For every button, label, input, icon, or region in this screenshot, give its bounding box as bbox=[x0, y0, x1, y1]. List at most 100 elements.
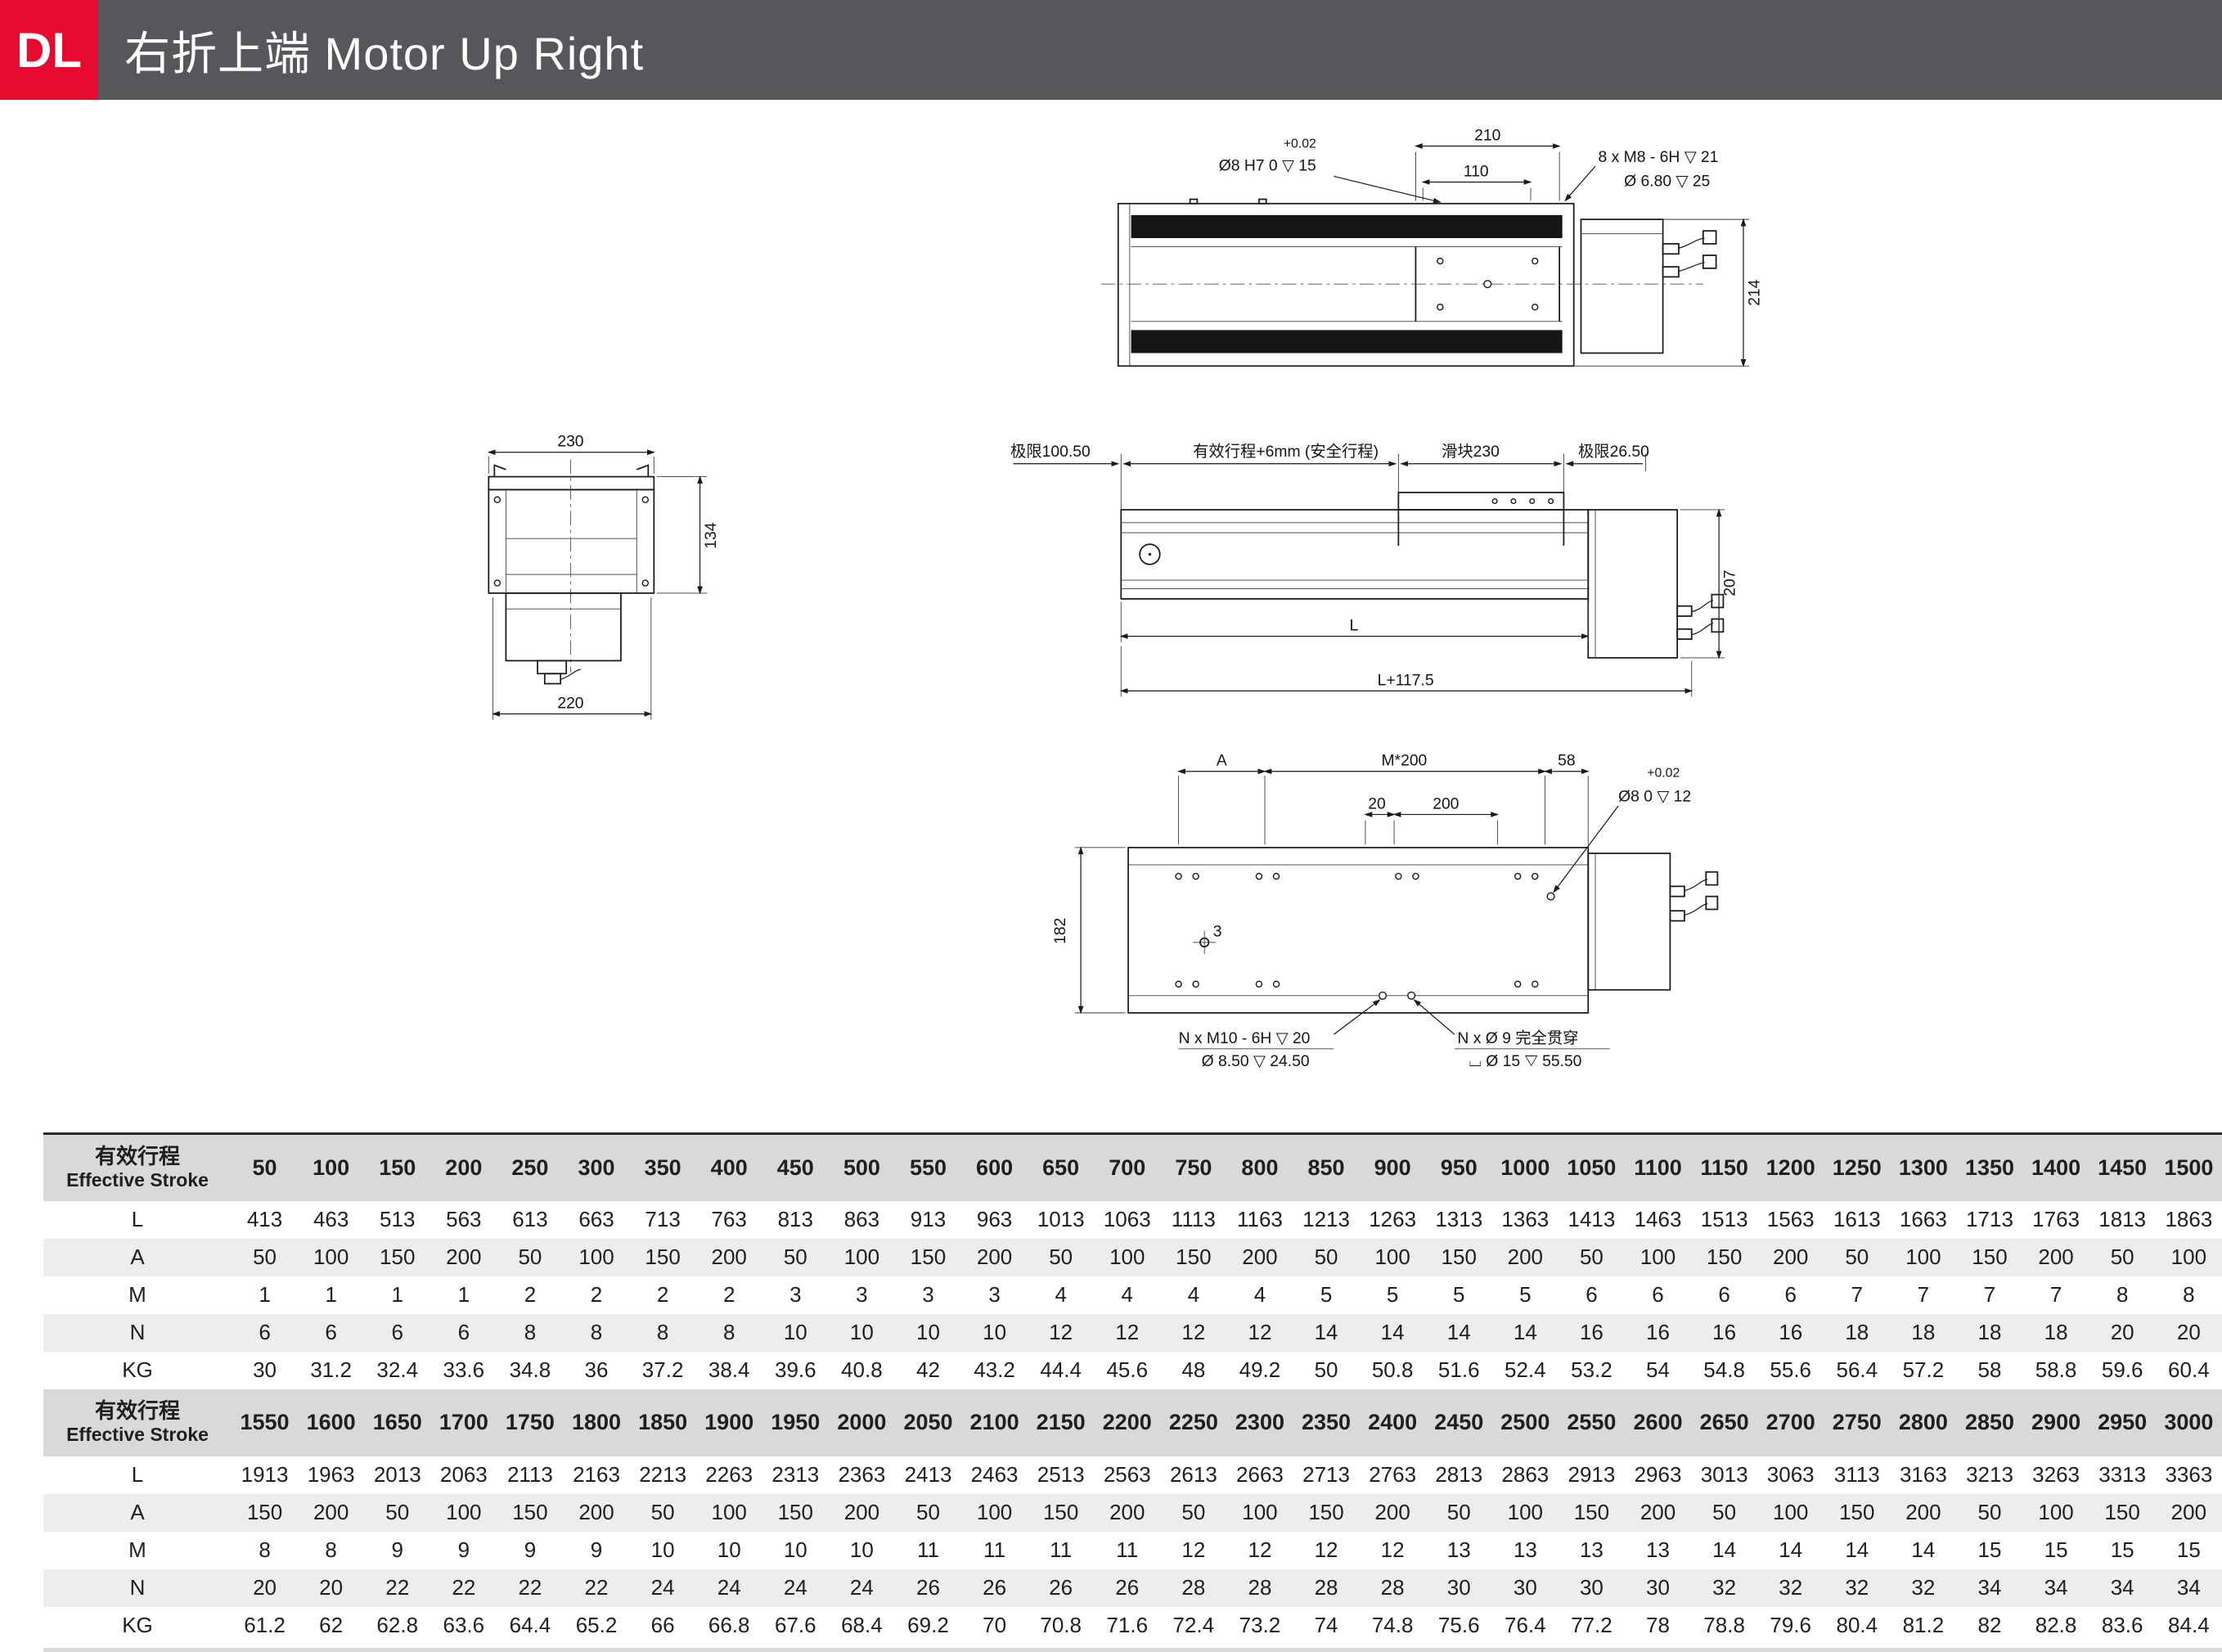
table-cell: 200 bbox=[2155, 1493, 2222, 1532]
table-cell: 18 bbox=[2022, 1313, 2089, 1352]
table-cell: 11 bbox=[1094, 1531, 1161, 1569]
table-cell: 12 bbox=[1160, 1531, 1227, 1569]
table-cell: 150 bbox=[1691, 1238, 1758, 1276]
table-cell: 51.6 bbox=[1425, 1351, 1492, 1389]
table-cell: 31.2 bbox=[298, 1351, 365, 1389]
table-cell: 5 bbox=[1491, 1276, 1559, 1314]
table-cell: 61.2 bbox=[232, 1606, 299, 1645]
table-cell: 50 bbox=[1691, 1493, 1758, 1532]
table-cell: 1 bbox=[298, 1276, 365, 1314]
stroke-value-header: 350 bbox=[629, 1133, 696, 1201]
m10-spec-label: N x M10 - 6H ▽ 20 bbox=[1179, 1030, 1311, 1047]
table-cell: 79.6 bbox=[1757, 1606, 1824, 1645]
stroke-value-header: 1150 bbox=[1691, 1133, 1758, 1201]
table-cell: 1563 bbox=[1757, 1200, 1824, 1239]
dim-20-label: 20 bbox=[1368, 795, 1385, 812]
table-cell: 71.6 bbox=[1094, 1606, 1161, 1645]
table-cell: 100 bbox=[695, 1493, 762, 1532]
stroke-value-header: 1550 bbox=[232, 1389, 299, 1456]
stroke-value-header: 1500 bbox=[2155, 1133, 2222, 1201]
table-cell: 42 bbox=[894, 1351, 962, 1389]
stroke-value-header: 2650 bbox=[1691, 1389, 1758, 1456]
table-cell: 8 bbox=[629, 1313, 696, 1352]
table-cell: 3163 bbox=[1890, 1456, 1957, 1494]
table-cell: 1613 bbox=[1824, 1200, 1891, 1239]
table-cell: 50 bbox=[364, 1493, 431, 1532]
table-cell: 10 bbox=[762, 1313, 829, 1352]
table-cell: 100 bbox=[1094, 1238, 1161, 1276]
table-cell: 100 bbox=[2022, 1493, 2089, 1532]
technical-drawing-area: 210 110 +0.02 Ø8 H7 0 ▽ 15 8 x M8 - 6H ▽… bbox=[0, 100, 2222, 1132]
table-cell: 53.2 bbox=[1558, 1351, 1625, 1389]
table-cell: 20 bbox=[298, 1569, 365, 1607]
stroke-value-header: 950 bbox=[1425, 1133, 1492, 1201]
table-cell: 1113 bbox=[1160, 1200, 1227, 1239]
stroke-value-header: 2550 bbox=[1558, 1389, 1625, 1456]
table-cell: 8 bbox=[497, 1313, 564, 1352]
dim-182-label: 182 bbox=[1052, 918, 1069, 944]
table-cell: 16 bbox=[1624, 1313, 1692, 1352]
table-cell: 1763 bbox=[2022, 1200, 2089, 1239]
stroke-value-header: 450 bbox=[762, 1133, 829, 1201]
table-cell: 150 bbox=[1028, 1493, 1095, 1532]
table-cell: 50 bbox=[2089, 1238, 2156, 1276]
row-label: M bbox=[43, 1531, 232, 1569]
table-cell: 34 bbox=[2022, 1569, 2089, 1607]
table-cell: 863 bbox=[828, 1200, 895, 1239]
table-cell: 67.6 bbox=[762, 1606, 829, 1645]
table-cell: 13 bbox=[1425, 1531, 1492, 1569]
stroke-value-header: 2050 bbox=[894, 1389, 962, 1456]
table-cell: 54.8 bbox=[1691, 1351, 1758, 1389]
table-cell: 30 bbox=[1425, 1569, 1492, 1607]
table-cell: 15 bbox=[2089, 1531, 2156, 1569]
table-cell: 3313 bbox=[2089, 1456, 2156, 1494]
table-cell: 150 bbox=[894, 1238, 962, 1276]
counterbore-spec-label: ⌴ Ø 15 ▽ 55.50 bbox=[1469, 1053, 1581, 1070]
table-cell: 3 bbox=[762, 1276, 829, 1314]
header-label-en: Effective Stroke bbox=[66, 1424, 209, 1446]
table-cell: 12 bbox=[1160, 1313, 1227, 1352]
table-cell: 5 bbox=[1359, 1276, 1426, 1314]
table-cell: 6 bbox=[1757, 1276, 1824, 1314]
table-cell: 2063 bbox=[430, 1456, 497, 1494]
stroke-value-header: 1850 bbox=[629, 1389, 696, 1456]
table-cell: 50 bbox=[1956, 1493, 2023, 1532]
table-cell: 5 bbox=[1425, 1276, 1492, 1314]
table-cell: 2963 bbox=[1624, 1456, 1692, 1494]
table-cell: 55.6 bbox=[1757, 1351, 1824, 1389]
stroke-value-header: 2150 bbox=[1028, 1389, 1095, 1456]
table-cell: 10 bbox=[961, 1313, 1028, 1352]
table-cell: 11 bbox=[894, 1531, 962, 1569]
table-cell: 24 bbox=[828, 1569, 895, 1607]
table-cell: 2113 bbox=[497, 1456, 564, 1494]
table-cell: 11 bbox=[961, 1531, 1028, 1569]
table-cell: 83.6 bbox=[2089, 1606, 2156, 1645]
table-cell: 2513 bbox=[1028, 1456, 1095, 1494]
stroke-value-header: 2400 bbox=[1359, 1389, 1426, 1456]
table-cell: 50 bbox=[1293, 1351, 1360, 1389]
table-cell: 913 bbox=[894, 1200, 962, 1239]
table-cell: 1 bbox=[430, 1276, 497, 1314]
table-cell: 24 bbox=[629, 1569, 696, 1607]
stroke-value-header: 2900 bbox=[2022, 1389, 2089, 1456]
stroke-value-header: 1100 bbox=[1624, 1133, 1692, 1201]
dim-L-label: L bbox=[1350, 618, 1359, 635]
row-label: L bbox=[43, 1200, 232, 1239]
table-cell: 22 bbox=[563, 1569, 630, 1607]
table-cell: 22 bbox=[430, 1569, 497, 1607]
limit-left-label: 极限100.50 bbox=[1010, 443, 1091, 461]
table-cell: 463 bbox=[298, 1200, 365, 1239]
table-cell: 513 bbox=[364, 1200, 431, 1239]
table-cell: 32.4 bbox=[364, 1351, 431, 1389]
table-cell: 50 bbox=[1028, 1238, 1095, 1276]
table-cell: 32 bbox=[1757, 1569, 1824, 1607]
table-cell: 14 bbox=[1491, 1313, 1559, 1352]
table-cell: 30 bbox=[1491, 1569, 1559, 1607]
table-cell: 100 bbox=[430, 1493, 497, 1532]
stroke-value-header: 800 bbox=[1226, 1133, 1293, 1201]
hole-spec-label: Ø8 0 ▽ 12 bbox=[1618, 789, 1691, 806]
